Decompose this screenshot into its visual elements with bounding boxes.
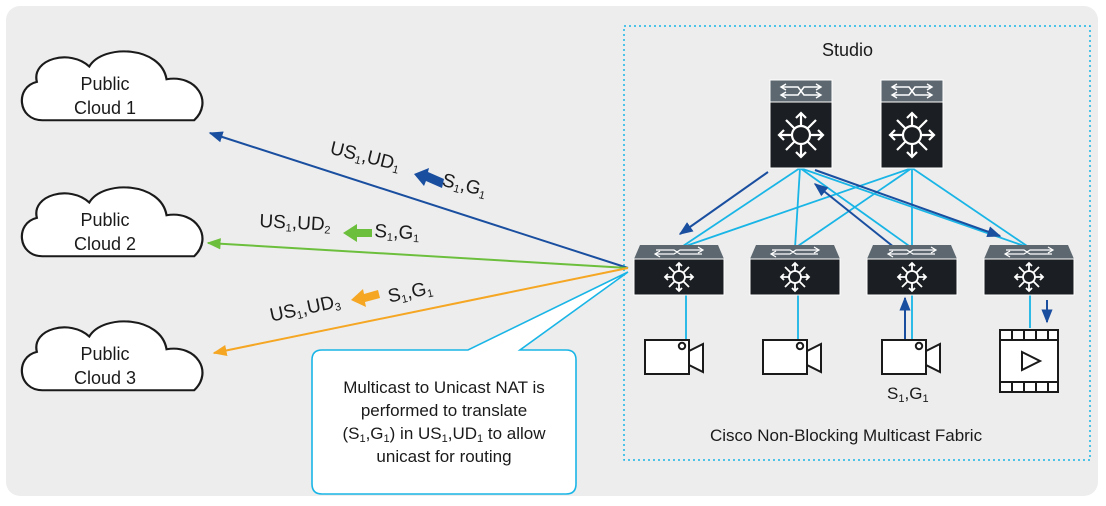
- source-label: S1,G1: [887, 384, 929, 405]
- callout-text: Multicast to Unicast NAT is performed to…: [342, 378, 546, 466]
- leaf-switch-4: [983, 244, 1075, 296]
- flow-arrow-cloud-1: [208, 131, 629, 269]
- video-player-icon: [999, 329, 1059, 393]
- leaf-switch-1: [633, 244, 725, 296]
- flow-arrow-cloud-2: [206, 238, 629, 269]
- spine-switch-1: [768, 78, 834, 170]
- fabric-label: Cisco Non-Blocking Multicast Fabric: [710, 426, 983, 445]
- leaf-switch-2: [749, 244, 841, 296]
- studio-label: Studio: [822, 40, 874, 60]
- callout-bubble: [311, 271, 629, 495]
- nat-arrow-3: [351, 289, 380, 307]
- flow-label-2-multicast: S1,G1: [373, 221, 420, 246]
- leaf-switch-3: [866, 244, 958, 296]
- flow-label-2-unicast: US1,UD2: [258, 211, 331, 237]
- nat-arrow-1: [414, 168, 444, 188]
- spine-switch-2: [879, 78, 945, 170]
- flow-arrow-cloud-3: [212, 267, 629, 356]
- multicast-flow-arrows: [678, 169, 1053, 340]
- nat-arrow-2: [343, 224, 372, 242]
